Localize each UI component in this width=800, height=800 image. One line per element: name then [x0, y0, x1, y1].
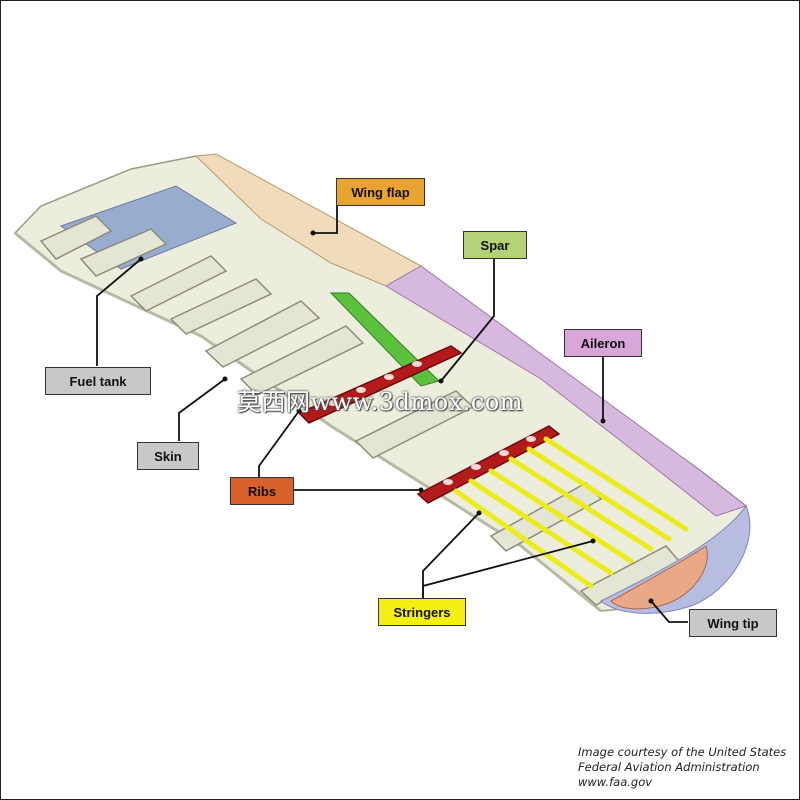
credit-line-3: www.faa.gov — [578, 775, 798, 790]
credit-line-1: Image courtesy of the United States — [578, 745, 798, 760]
stringers-label: Stringers — [378, 598, 466, 626]
skin-label: Skin — [137, 442, 199, 470]
ribs-label: Ribs — [230, 477, 294, 505]
spar-label: Spar — [463, 231, 527, 259]
credit-line-2: Federal Aviation Administration — [578, 760, 798, 775]
aileron-label: Aileron — [564, 329, 642, 357]
image-credit: Image courtesy of the United States Fede… — [578, 745, 798, 790]
watermark: 莫西网www.3dmox.com — [237, 382, 523, 417]
wing-flap-label: Wing flap — [336, 178, 425, 206]
wing-tip-label: Wing tip — [689, 609, 777, 637]
fuel-tank-label: Fuel tank — [45, 367, 151, 395]
